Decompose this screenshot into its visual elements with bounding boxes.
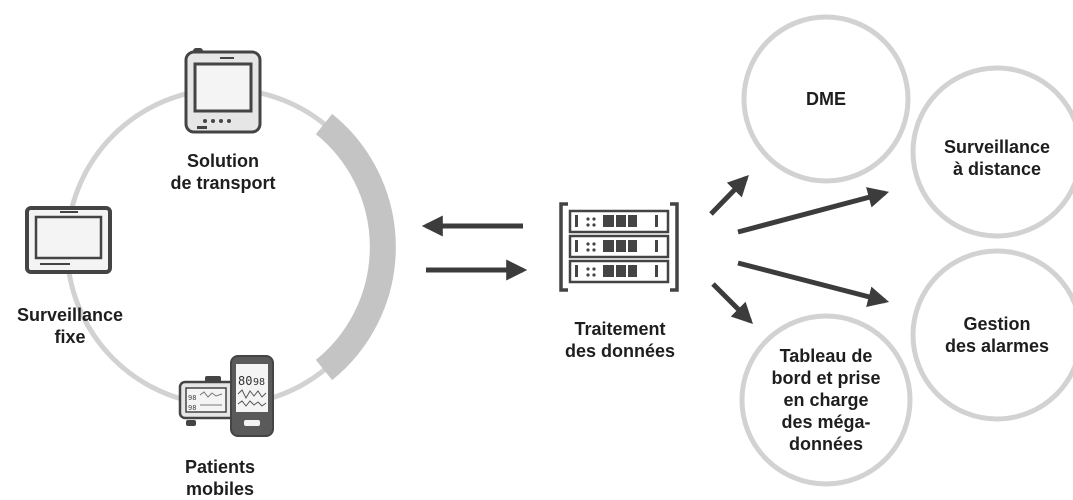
label-dashboard: Tableau de bord et prise en charge des m… [771,346,881,454]
arrow-to-remote [737,187,890,235]
label-fixed: Surveillance fixe [16,305,124,347]
label-transport: Solution de transport [170,151,276,193]
data-flow-arrows [421,215,528,281]
mobile-small-readout-b: 98 [188,404,196,412]
output-arrows [709,174,890,324]
server-unit [568,234,670,259]
label-remote: Surveillance à distance [943,137,1051,179]
server-rack-icon [559,202,679,292]
bedside-monitor-icon [25,206,112,274]
server-unit [568,209,670,234]
arrow-to-dme [709,174,749,216]
label-dme: DME [806,89,846,109]
ring-band [315,113,396,381]
output-circle-dme [741,14,911,184]
label-processing: Traitement des données [564,319,676,361]
mobile-primary-readout: 80 [238,374,252,388]
mobile-monitors-icon: 98 98 80 98 [178,355,274,437]
arrow-to-dashboard [711,282,753,324]
arrow-to-alarms [737,260,890,307]
mobile-small-readout-a: 98 [188,394,196,402]
label-alarms: Gestion des alarmes [944,314,1050,356]
output-circle-alarms [910,248,1073,422]
output-circle-remote [910,65,1073,239]
mobile-secondary-readout: 98 [253,377,265,388]
device-ring [64,86,396,408]
transport-monitor-icon [184,48,262,134]
output-circle-dashboard [739,313,913,487]
server-unit [568,259,670,284]
label-mobile: Patients mobiles [184,457,256,499]
